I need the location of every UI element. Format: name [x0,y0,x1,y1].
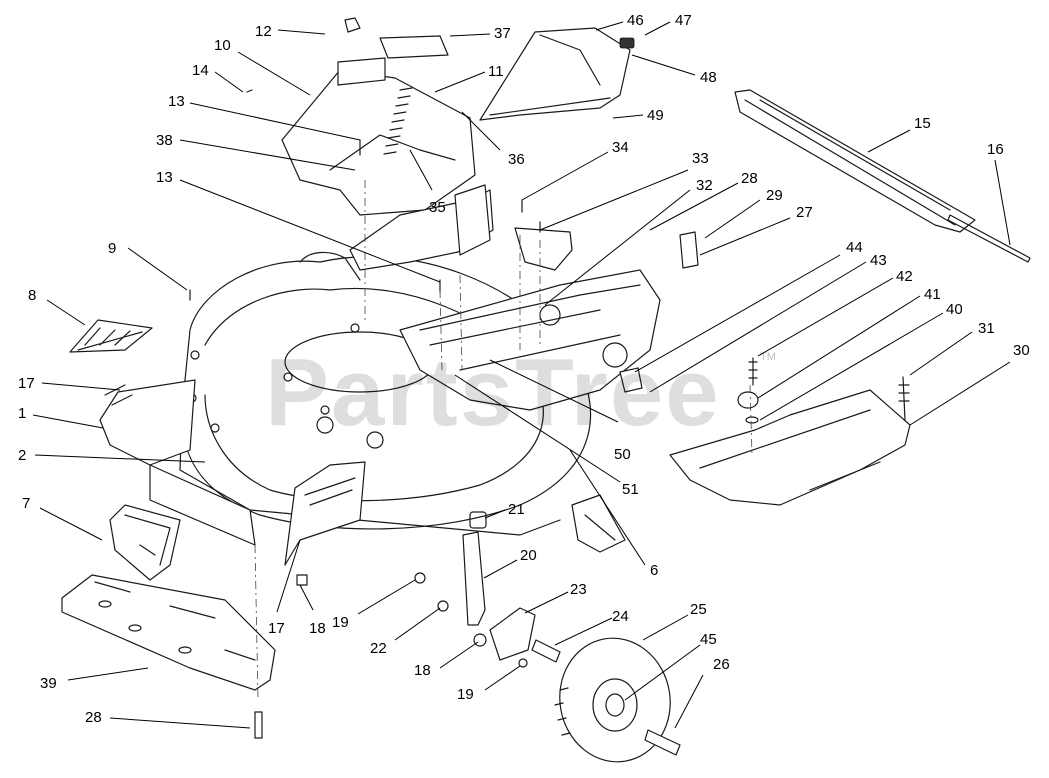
deflector-8 [69,319,153,353]
wheel-bracket-20 [462,511,487,626]
callout-47: 47 [675,12,692,29]
trailing-shield [571,494,626,553]
callout-26: 26 [713,656,730,673]
watermark-trademark: TM [760,351,776,363]
callout-37: 37 [494,25,511,42]
rear-axle-cover [734,89,1031,263]
small-hardware [619,357,910,424]
handle-bracket [281,35,494,271]
callout-50: 50 [614,446,631,463]
callout-45: 45 [700,631,717,648]
callout-15: 15 [914,115,931,132]
callout-20: 20 [520,547,537,564]
callout-28b: 28 [85,709,102,726]
callout-44: 44 [846,239,863,256]
callout-17b: 17 [268,620,285,637]
wheel-arm-23 [489,607,536,661]
callouts: 12 37 46 47 10 11 14 48 13 49 36 38 34 3… [18,12,1030,729]
callout-41: 41 [924,286,941,303]
callout-38: 38 [156,132,173,149]
callout-21: 21 [508,501,525,518]
callout-7: 7 [22,495,30,512]
callout-9: 9 [108,240,116,257]
rear-shield [669,389,911,506]
callout-31: 31 [978,320,995,337]
baffle-39 [61,574,276,691]
callout-8: 8 [28,287,36,304]
callout-23: 23 [570,581,587,598]
callout-34: 34 [612,139,629,156]
callout-28a: 28 [741,170,758,187]
callout-42: 42 [896,268,913,285]
callout-19a: 19 [332,614,349,631]
fasteners [189,17,541,739]
callout-39: 39 [40,675,57,692]
callout-6: 6 [650,562,658,579]
callout-10: 10 [214,37,231,54]
callout-1: 1 [18,405,26,422]
callout-25: 25 [690,601,707,618]
callout-14: 14 [192,62,209,79]
callout-11: 11 [488,63,504,80]
callout-24: 24 [612,608,629,625]
callout-46: 46 [627,12,644,29]
callout-51: 51 [622,481,639,498]
callout-40: 40 [946,301,963,318]
callout-30: 30 [1013,342,1030,359]
wheel-25 [554,637,671,763]
callout-33: 33 [692,150,709,167]
deflector-7 [109,504,181,581]
callout-48: 48 [700,69,717,86]
callout-17a: 17 [18,375,35,392]
axle-bolts [531,639,681,756]
watermark-text: PartsTree [265,339,721,446]
callout-13a: 13 [168,93,185,110]
centerlines [254,180,753,701]
callout-36: 36 [508,151,525,168]
callout-18b: 18 [414,662,431,679]
callout-27: 27 [796,204,813,221]
callout-32: 32 [696,177,713,194]
callout-35: 35 [429,199,446,216]
callout-19b: 19 [457,686,474,703]
callout-12: 12 [255,23,272,40]
callout-29: 29 [766,187,783,204]
callout-49: 49 [647,107,664,124]
callout-16: 16 [987,141,1004,158]
callout-18a: 18 [309,620,326,637]
callout-2: 2 [18,447,26,464]
height-adjuster [399,227,699,411]
callout-13b: 13 [156,169,173,186]
callout-43: 43 [870,252,887,269]
chute-door [479,27,635,121]
corner-guard [284,461,366,566]
callout-22: 22 [370,640,387,657]
